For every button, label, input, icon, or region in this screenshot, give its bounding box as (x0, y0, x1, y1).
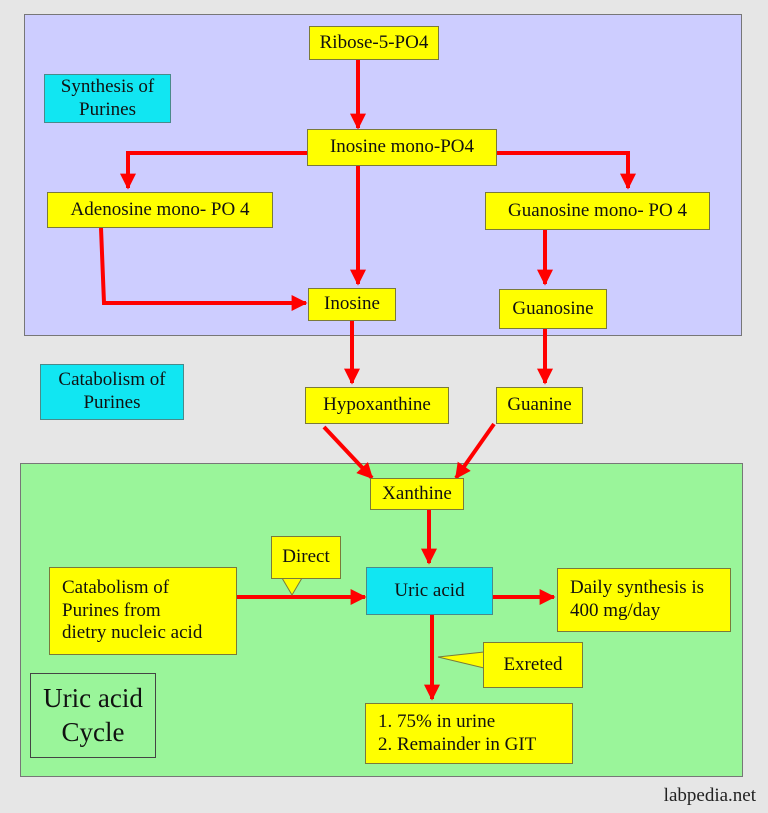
source-watermark: labpedia.net (663, 785, 756, 806)
arrow-imp-to-amp (120, 151, 307, 190)
node-inosine: Inosine (308, 288, 396, 321)
uric-acid-cycle-label: Uric acid Cycle (30, 673, 156, 758)
node-guanine: Guanine (496, 387, 583, 424)
callout-direct: Direct (271, 536, 341, 579)
arrow-amp-to-inosine (99, 227, 308, 311)
node-inosine-mono-po4: Inosine mono-PO4 (307, 129, 497, 166)
node-adenosine-mono-po4: Adenosine mono- PO 4 (47, 192, 273, 228)
arrow-guanine-to-xanthine (454, 422, 496, 480)
node-xanthine: Xanthine (370, 478, 464, 510)
node-guanosine-mono-po4: Guanosine mono- PO 4 (485, 192, 710, 230)
node-excretion: 1. 75% in urine 2. Remainder in GIT (365, 703, 573, 764)
synthesis-of-purines-label: Synthesis of Purines (44, 74, 171, 123)
catabolism-of-purines-label: Catabolism of Purines (40, 364, 184, 420)
node-dietary-catabolism: Catabolism of Purines from dietry nuclei… (49, 567, 237, 655)
node-daily-synthesis: Daily synthesis is 400 mg/day (557, 568, 731, 632)
arrow-imp-to-gmp (497, 151, 636, 190)
arrow-hypoxanthine-to-xanthine (322, 425, 374, 480)
callout-direct-tail (281, 577, 303, 596)
callout-exreted: Exreted (483, 642, 583, 688)
node-ribose-5-po4: Ribose-5-PO4 (309, 26, 439, 60)
callout-exreted-tail (437, 651, 485, 669)
node-uric-acid: Uric acid (366, 567, 493, 615)
node-guanosine: Guanosine (499, 289, 607, 329)
node-hypoxanthine: Hypoxanthine (305, 387, 449, 424)
